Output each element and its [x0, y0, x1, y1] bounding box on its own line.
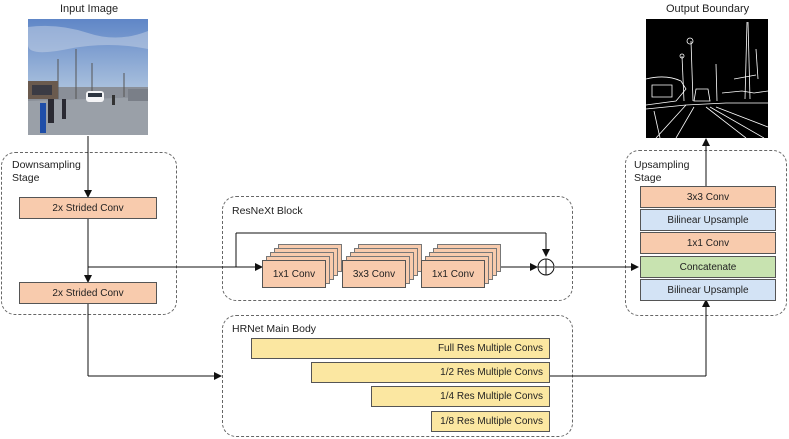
input-image-caption: Input Image [60, 3, 119, 15]
resnext-conv-c: 1x1 Conv [421, 260, 485, 288]
upsampling-concatenate: Concatenate [640, 256, 776, 278]
resnext-block-label: ResNeXt Block [232, 205, 303, 217]
resnext-block-group [222, 196, 573, 301]
hrnet-row-full-res: Full Res Multiple Convs [251, 338, 550, 359]
input-image [28, 19, 148, 135]
resnext-conv-b: 3x3 Conv [342, 260, 406, 288]
downsampling-conv-2: 2x Strided Conv [19, 282, 157, 304]
upsampling-stage-label: Upsampling Stage [634, 159, 690, 184]
downsampling-stage-label: Downsampling Stage [12, 159, 81, 184]
upsampling-bilinear-upsample-1: Bilinear Upsample [640, 209, 776, 231]
output-boundary-image [646, 19, 768, 138]
resnext-conv-stack-a: 1x1 Conv [262, 244, 346, 290]
hrnet-row-eighth-res: 1/8 Res Multiple Convs [431, 411, 550, 432]
resnext-conv-a: 1x1 Conv [262, 260, 326, 288]
output-boundary-caption: Output Boundary [666, 3, 750, 15]
upsampling-3x3-conv: 3x3 Conv [640, 186, 776, 208]
hrnet-row-quarter-res: 1/4 Res Multiple Convs [371, 386, 550, 407]
downsampling-stage-group [1, 152, 177, 315]
upsampling-1x1-conv: 1x1 Conv [640, 232, 776, 254]
upsampling-bilinear-upsample-2: Bilinear Upsample [640, 279, 776, 301]
resnext-conv-stack-c: 1x1 Conv [421, 244, 505, 290]
add-operator-icon [537, 258, 555, 276]
hrnet-main-body-label: HRNet Main Body [232, 323, 317, 335]
resnext-conv-stack-b: 3x3 Conv [342, 244, 426, 290]
downsampling-conv-1: 2x Strided Conv [19, 197, 157, 219]
hrnet-row-half-res: 1/2 Res Multiple Convs [311, 362, 550, 383]
